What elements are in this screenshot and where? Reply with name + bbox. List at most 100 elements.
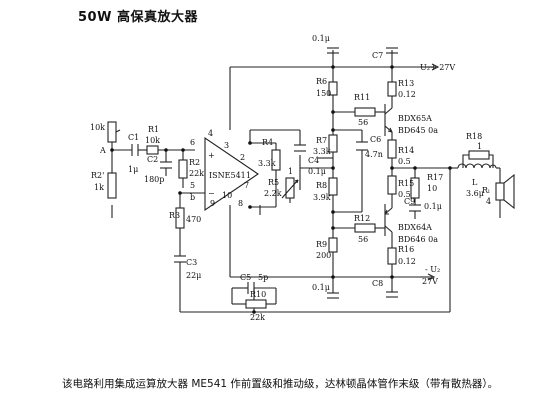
junction-dots [110, 65, 452, 314]
vminus-value: 27V [422, 277, 438, 286]
c1-value: 1μ [128, 165, 138, 174]
r8-resistor [328, 177, 338, 196]
vplus-label: U₂+ 27V [420, 63, 455, 72]
c9-capacitor [409, 204, 421, 212]
r10-label: R10 [250, 290, 266, 299]
bottom-decoupling-capacitor [327, 292, 339, 299]
r6-value: 150 [316, 89, 331, 98]
r10-resistor [245, 299, 267, 309]
r1-resistor [146, 145, 159, 155]
bottom-cap-value: 0.1μ [312, 283, 330, 292]
c9-value: 0.1μ [424, 202, 442, 211]
r12-label: R12 [354, 214, 370, 223]
opamp-label: ISNE541 [209, 171, 246, 180]
pin-10-label: 10 [222, 191, 232, 200]
top-cap-value: 0.1μ [312, 34, 330, 43]
q2-label: BDX64A [398, 223, 432, 232]
r7-resistor [328, 134, 338, 153]
r15-label: R15 [398, 179, 414, 188]
r14-value: 0.5 [398, 157, 411, 166]
r13-label: R13 [398, 79, 414, 88]
r2-resistor [178, 159, 188, 179]
r18-resistor [468, 150, 490, 160]
r17-value: 10 [427, 184, 437, 193]
pin-7-label: 7 [244, 181, 249, 190]
inductor-value: 3.6μ [466, 189, 484, 198]
vplus-terminal [431, 63, 440, 71]
schematic-title: 50W 高保真放大器 [78, 10, 198, 25]
r6-resistor [328, 81, 338, 96]
r3-resistor [175, 207, 185, 229]
r17-resistor [410, 177, 420, 199]
r4-value: 3.3k [258, 159, 276, 168]
c4-label: C4 [308, 156, 319, 165]
r2prime-value: 1k [94, 183, 104, 192]
input-pot-label: 10k [90, 123, 105, 132]
pin-9-label: 9 [210, 199, 215, 208]
r2-label: R2 [189, 158, 200, 167]
pin-4-label: 4 [208, 129, 213, 138]
r4-resistor [271, 149, 281, 171]
q1-transistor [384, 104, 393, 136]
amplifier-schematic: + − [90, 34, 515, 322]
node-a-label: A [99, 146, 106, 155]
q1-alt-label: BD645 0a [398, 126, 438, 135]
c9-label: C9 [404, 197, 415, 206]
vminus-label: - U₂ [425, 265, 440, 274]
pin-3-label: 3 [224, 141, 229, 150]
r9-resistor [328, 237, 338, 253]
c2-value: 180p [144, 175, 164, 184]
pin-8-label: 8 [238, 199, 243, 208]
r1-value: 10k [145, 136, 160, 145]
c1-capacitor [131, 144, 139, 156]
r8-label: R8 [316, 181, 327, 190]
c6-value: 4.7n [365, 150, 383, 159]
r12-resistor [354, 223, 376, 233]
r5-value: 2.2k [264, 189, 282, 198]
c7-label: C7 [372, 51, 383, 60]
pin-1-label: 1 [246, 171, 251, 180]
r7-label: R7 [316, 136, 327, 145]
r13-value: 0.12 [398, 90, 416, 99]
c4-capacitor [294, 144, 306, 152]
r6-label: R6 [316, 77, 327, 86]
r2prime-resistor [107, 172, 117, 199]
r16-value: 0.12 [398, 257, 416, 266]
opamp-triangle [204, 136, 259, 212]
opamp-plus-sign: − [208, 189, 215, 198]
r9-value: 200 [316, 251, 331, 260]
r18-value: 1 [477, 142, 482, 151]
c5-capacitor [247, 282, 255, 294]
vminus-terminal [427, 273, 436, 281]
c4-value: 0.1μ [308, 167, 326, 176]
c2-capacitor [160, 161, 172, 169]
r12-value: 56 [358, 235, 368, 244]
r7-value: 3.3k [313, 147, 331, 156]
c7-capacitor [386, 47, 398, 54]
r9-label: R9 [316, 240, 327, 249]
wires [111, 50, 501, 313]
r1-label: R1 [148, 125, 159, 134]
pin-2-label: 2 [240, 153, 245, 162]
top-decoupling-capacitor [327, 47, 339, 54]
c2-label: C2 [147, 155, 158, 164]
r16-label: R16 [398, 245, 414, 254]
r10-value: 22k [250, 313, 265, 322]
pin-6-label: 6 [190, 138, 195, 147]
r4-label: R4 [262, 138, 273, 147]
c3-capacitor [174, 255, 186, 263]
c3-value: 22μ [186, 271, 201, 280]
r2prime-label: R2' [91, 171, 104, 180]
r3-value: 470 [186, 215, 201, 224]
input-potentiometer [107, 121, 121, 143]
rl-value: 4 [486, 197, 491, 206]
rl-label: Rₗ [482, 186, 490, 195]
r3-label: R3 [169, 211, 180, 220]
q2-transistor [384, 204, 393, 236]
r15-value: 0.5 [398, 190, 411, 199]
r16-resistor [387, 247, 397, 265]
r14-label: R14 [398, 146, 414, 155]
r5-potentiometer [281, 177, 299, 199]
r11-label: R11 [354, 93, 370, 102]
c6-label: C6 [370, 135, 381, 144]
